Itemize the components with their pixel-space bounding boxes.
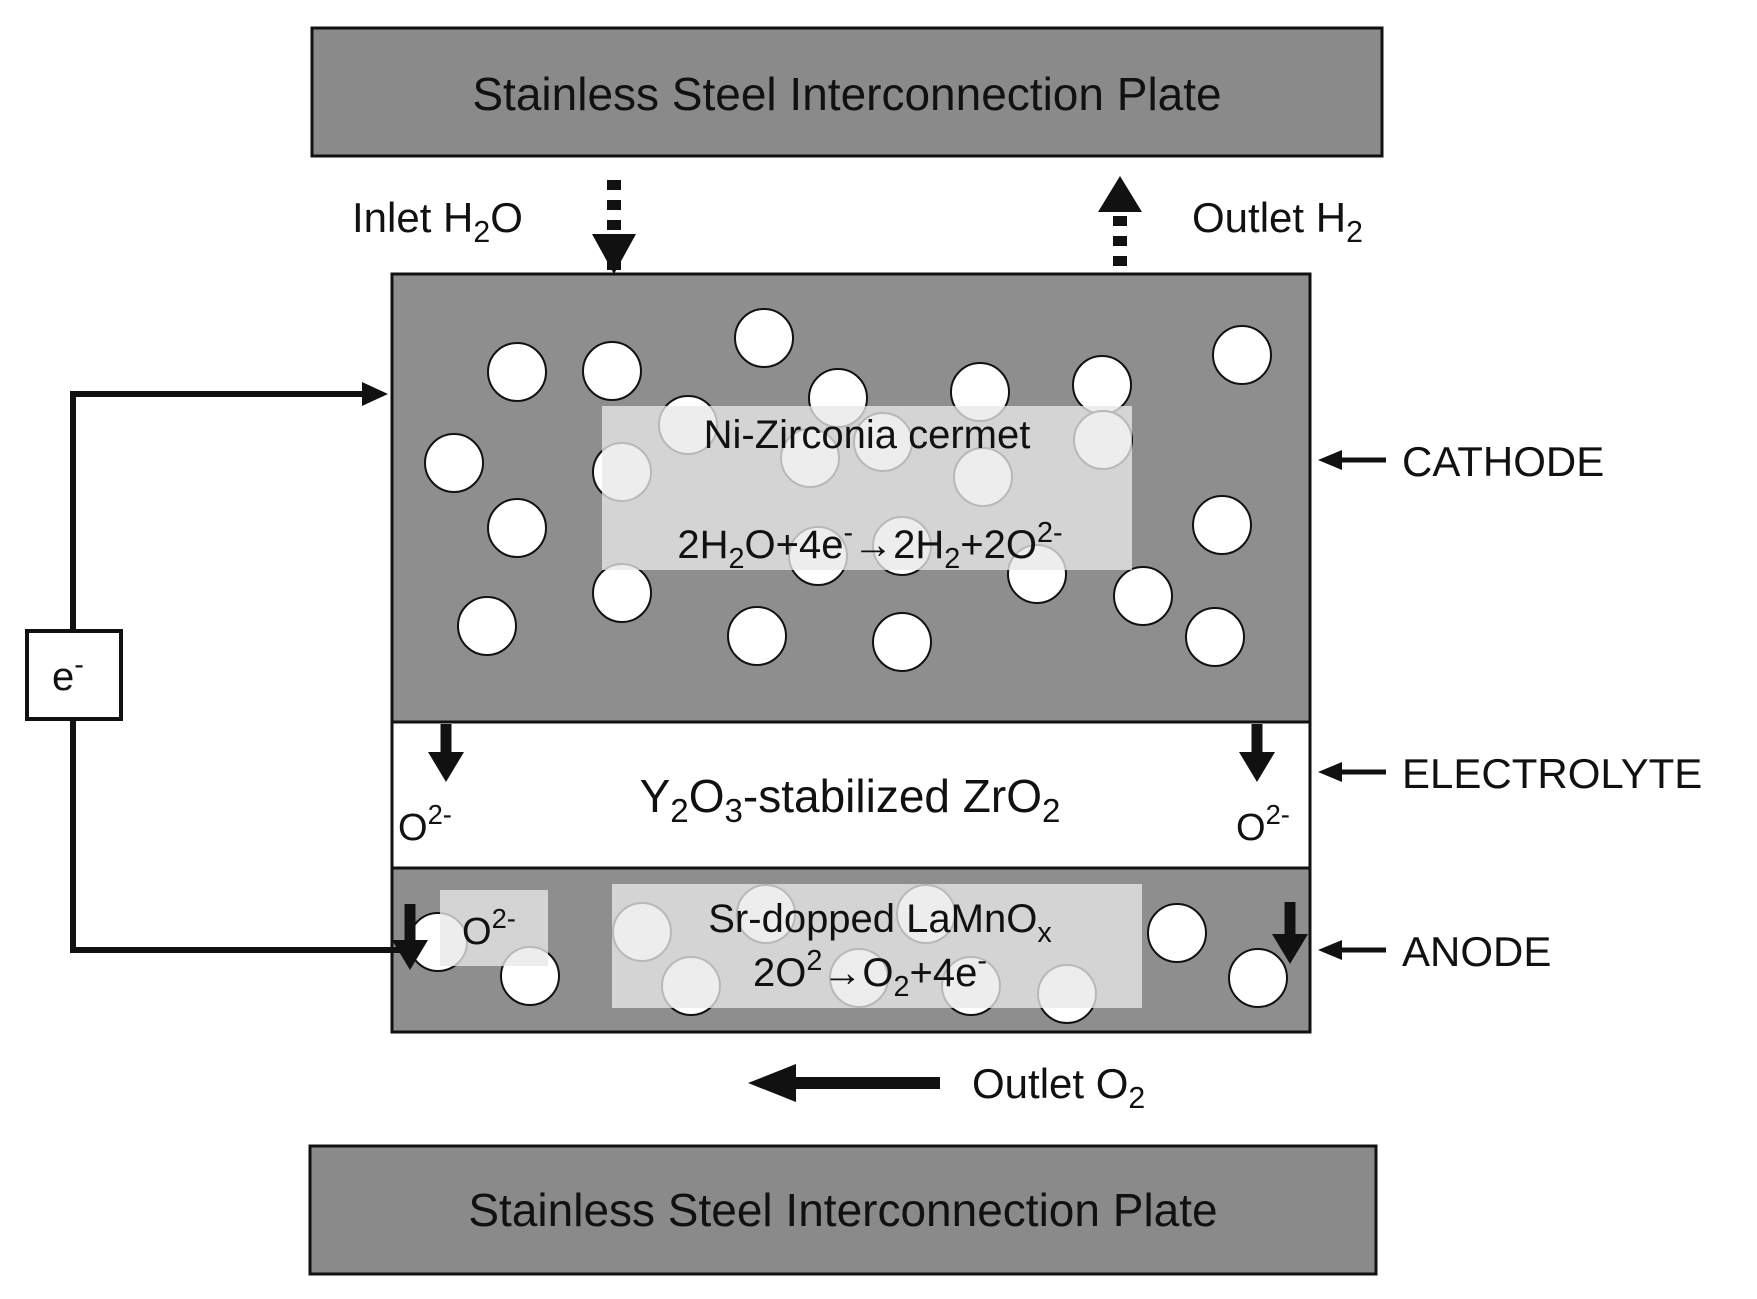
electrolyte-pointer: ELECTROLYTE xyxy=(1318,750,1702,797)
cathode-material-label: Ni-Zirconia cermet xyxy=(704,413,1031,457)
cathode-label: CATHODE xyxy=(1402,438,1604,485)
circuit-wire-top xyxy=(70,391,372,629)
electrolyte-material-label: Y2O3-stabilized ZrO2 xyxy=(640,770,1061,830)
anode-layer: O2- Sr-dopped LaMnOx 2O2→O2+4e- xyxy=(390,866,1312,1034)
circuit-wire-bottom xyxy=(70,720,412,953)
pore xyxy=(872,612,932,672)
svg-text:O2-: O2- xyxy=(398,799,452,849)
pore xyxy=(734,308,794,368)
cathode-reaction: 2H2O+4e-→2H2+2O2- xyxy=(677,517,1062,575)
outlet-o2-label: Outlet O2 xyxy=(972,1060,1145,1115)
bottom-plate-label: Stainless Steel Interconnection Plate xyxy=(468,1184,1217,1236)
layer-labels: CATHODE ELECTROLYTE ANODE xyxy=(1318,438,1702,975)
pore xyxy=(457,596,517,656)
bottom-interconnection-plate: Stainless Steel Interconnection Plate xyxy=(308,1144,1378,1276)
anode-label-box xyxy=(612,884,1142,1008)
anode-pointer: ANODE xyxy=(1318,928,1551,975)
top-plate-rect xyxy=(310,26,1384,158)
electrolyte-ion-right: O2- xyxy=(1236,724,1290,849)
anode-ion-box xyxy=(440,890,548,966)
electrolyte-rect xyxy=(390,720,1312,870)
outlet-h2-label: Outlet H2 xyxy=(1192,194,1363,249)
cathode-pointer: CATHODE xyxy=(1318,438,1604,485)
top-interconnection-plate: Stainless Steel Interconnection Plate xyxy=(310,26,1384,158)
pore xyxy=(424,433,484,493)
anode-ion-arrow-right xyxy=(1272,902,1308,964)
pore xyxy=(487,342,547,402)
outlet-o2-arrow-head xyxy=(748,1064,796,1102)
electrolyte-layer: Y2O3-stabilized ZrO2 O2- O2- xyxy=(390,720,1312,870)
electron-box xyxy=(25,629,123,721)
outlet-o2-flow: Outlet O2 xyxy=(748,1060,1145,1115)
pore xyxy=(727,606,787,666)
inlet-h2o-flow: Inlet H2O xyxy=(352,180,636,274)
pore xyxy=(1212,325,1272,385)
pore xyxy=(1185,607,1245,667)
cathode-label-box xyxy=(602,406,1132,570)
top-plate-label: Stainless Steel Interconnection Plate xyxy=(472,68,1221,120)
outlet-arrow-head xyxy=(1098,176,1142,212)
electron-label: e- xyxy=(52,649,84,699)
electrolyte-label: ELECTROLYTE xyxy=(1402,750,1702,797)
pore xyxy=(1192,495,1252,555)
anode-label: ANODE xyxy=(1402,928,1551,975)
external-circuit: e- xyxy=(25,382,428,970)
pore xyxy=(582,341,642,401)
bottom-plate-rect xyxy=(308,1144,1378,1276)
pore xyxy=(1147,903,1207,963)
circuit-top-arrow-head xyxy=(362,382,388,406)
svg-text:O2-: O2- xyxy=(1236,799,1290,849)
anode-material-label: Sr-dopped LaMnOx xyxy=(708,897,1052,949)
pore xyxy=(1113,566,1173,626)
electrolyte-ion-left: O2- xyxy=(398,724,464,849)
pore xyxy=(1228,948,1288,1008)
outlet-h2-flow: Outlet H2 xyxy=(1098,176,1363,266)
pore xyxy=(1072,355,1132,415)
anode-reaction: 2O2→O2+4e- xyxy=(753,945,987,1003)
cathode-layer: Ni-Zirconia cermet 2H2O+4e-→2H2+2O2- xyxy=(390,272,1312,724)
anode-ion-arrow-left-head xyxy=(392,940,428,970)
inlet-h2o-label: Inlet H2O xyxy=(352,194,523,249)
pore xyxy=(592,563,652,623)
pore xyxy=(487,498,547,558)
anode-ion-label: O2- xyxy=(462,903,516,953)
inlet-arrow-head xyxy=(592,234,636,274)
